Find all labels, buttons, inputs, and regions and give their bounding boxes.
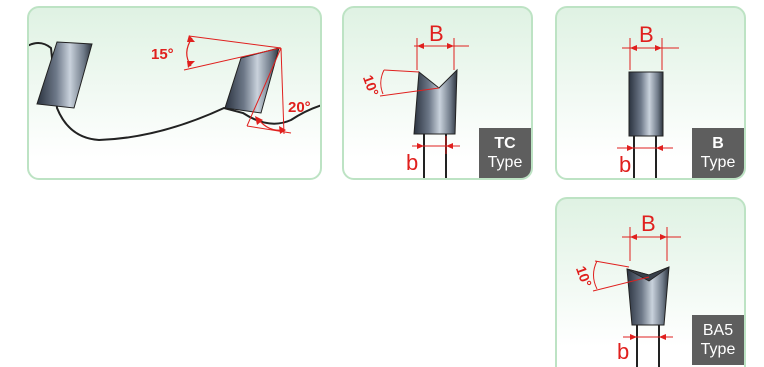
ba5-width-B: B (641, 211, 656, 236)
tooth-1 (36, 41, 93, 109)
ba5-type-name: BA5 (702, 322, 734, 339)
blade-angles-panel: 15° 20° (27, 6, 322, 180)
tc-angle-10: 10° (360, 73, 382, 98)
b-carbide-tip (628, 71, 664, 137)
ba5-type-word: Type (700, 341, 736, 358)
ba5-type-panel: B 10° b BA5 Type (555, 197, 746, 367)
tc-type-name: TC (494, 135, 516, 152)
tc-width-B: B (429, 21, 444, 46)
ba5-angle-10: 10° (573, 264, 595, 289)
tooth-2 (224, 47, 280, 114)
tc-carbide-tip (413, 68, 458, 135)
b-type-name: B (712, 135, 724, 152)
blade-body (29, 42, 320, 142)
angle-20-label: 20° (288, 99, 311, 116)
tc-width-b: b (406, 150, 418, 175)
b-width-B: B (639, 22, 654, 47)
tc-type-word: Type (487, 154, 523, 171)
b-type-panel: B b B Type (555, 6, 746, 180)
b-width-b: b (619, 152, 631, 177)
tc-type-badge: TC Type (479, 128, 531, 178)
b-type-badge: B Type (692, 128, 744, 178)
ba5-width-b: b (617, 339, 629, 364)
ba5-type-badge: BA5 Type (692, 315, 744, 365)
tc-type-panel: B 10° b TC Type (342, 6, 533, 180)
angle-15-label: 15° (151, 46, 174, 63)
b-type-word: Type (700, 154, 736, 171)
